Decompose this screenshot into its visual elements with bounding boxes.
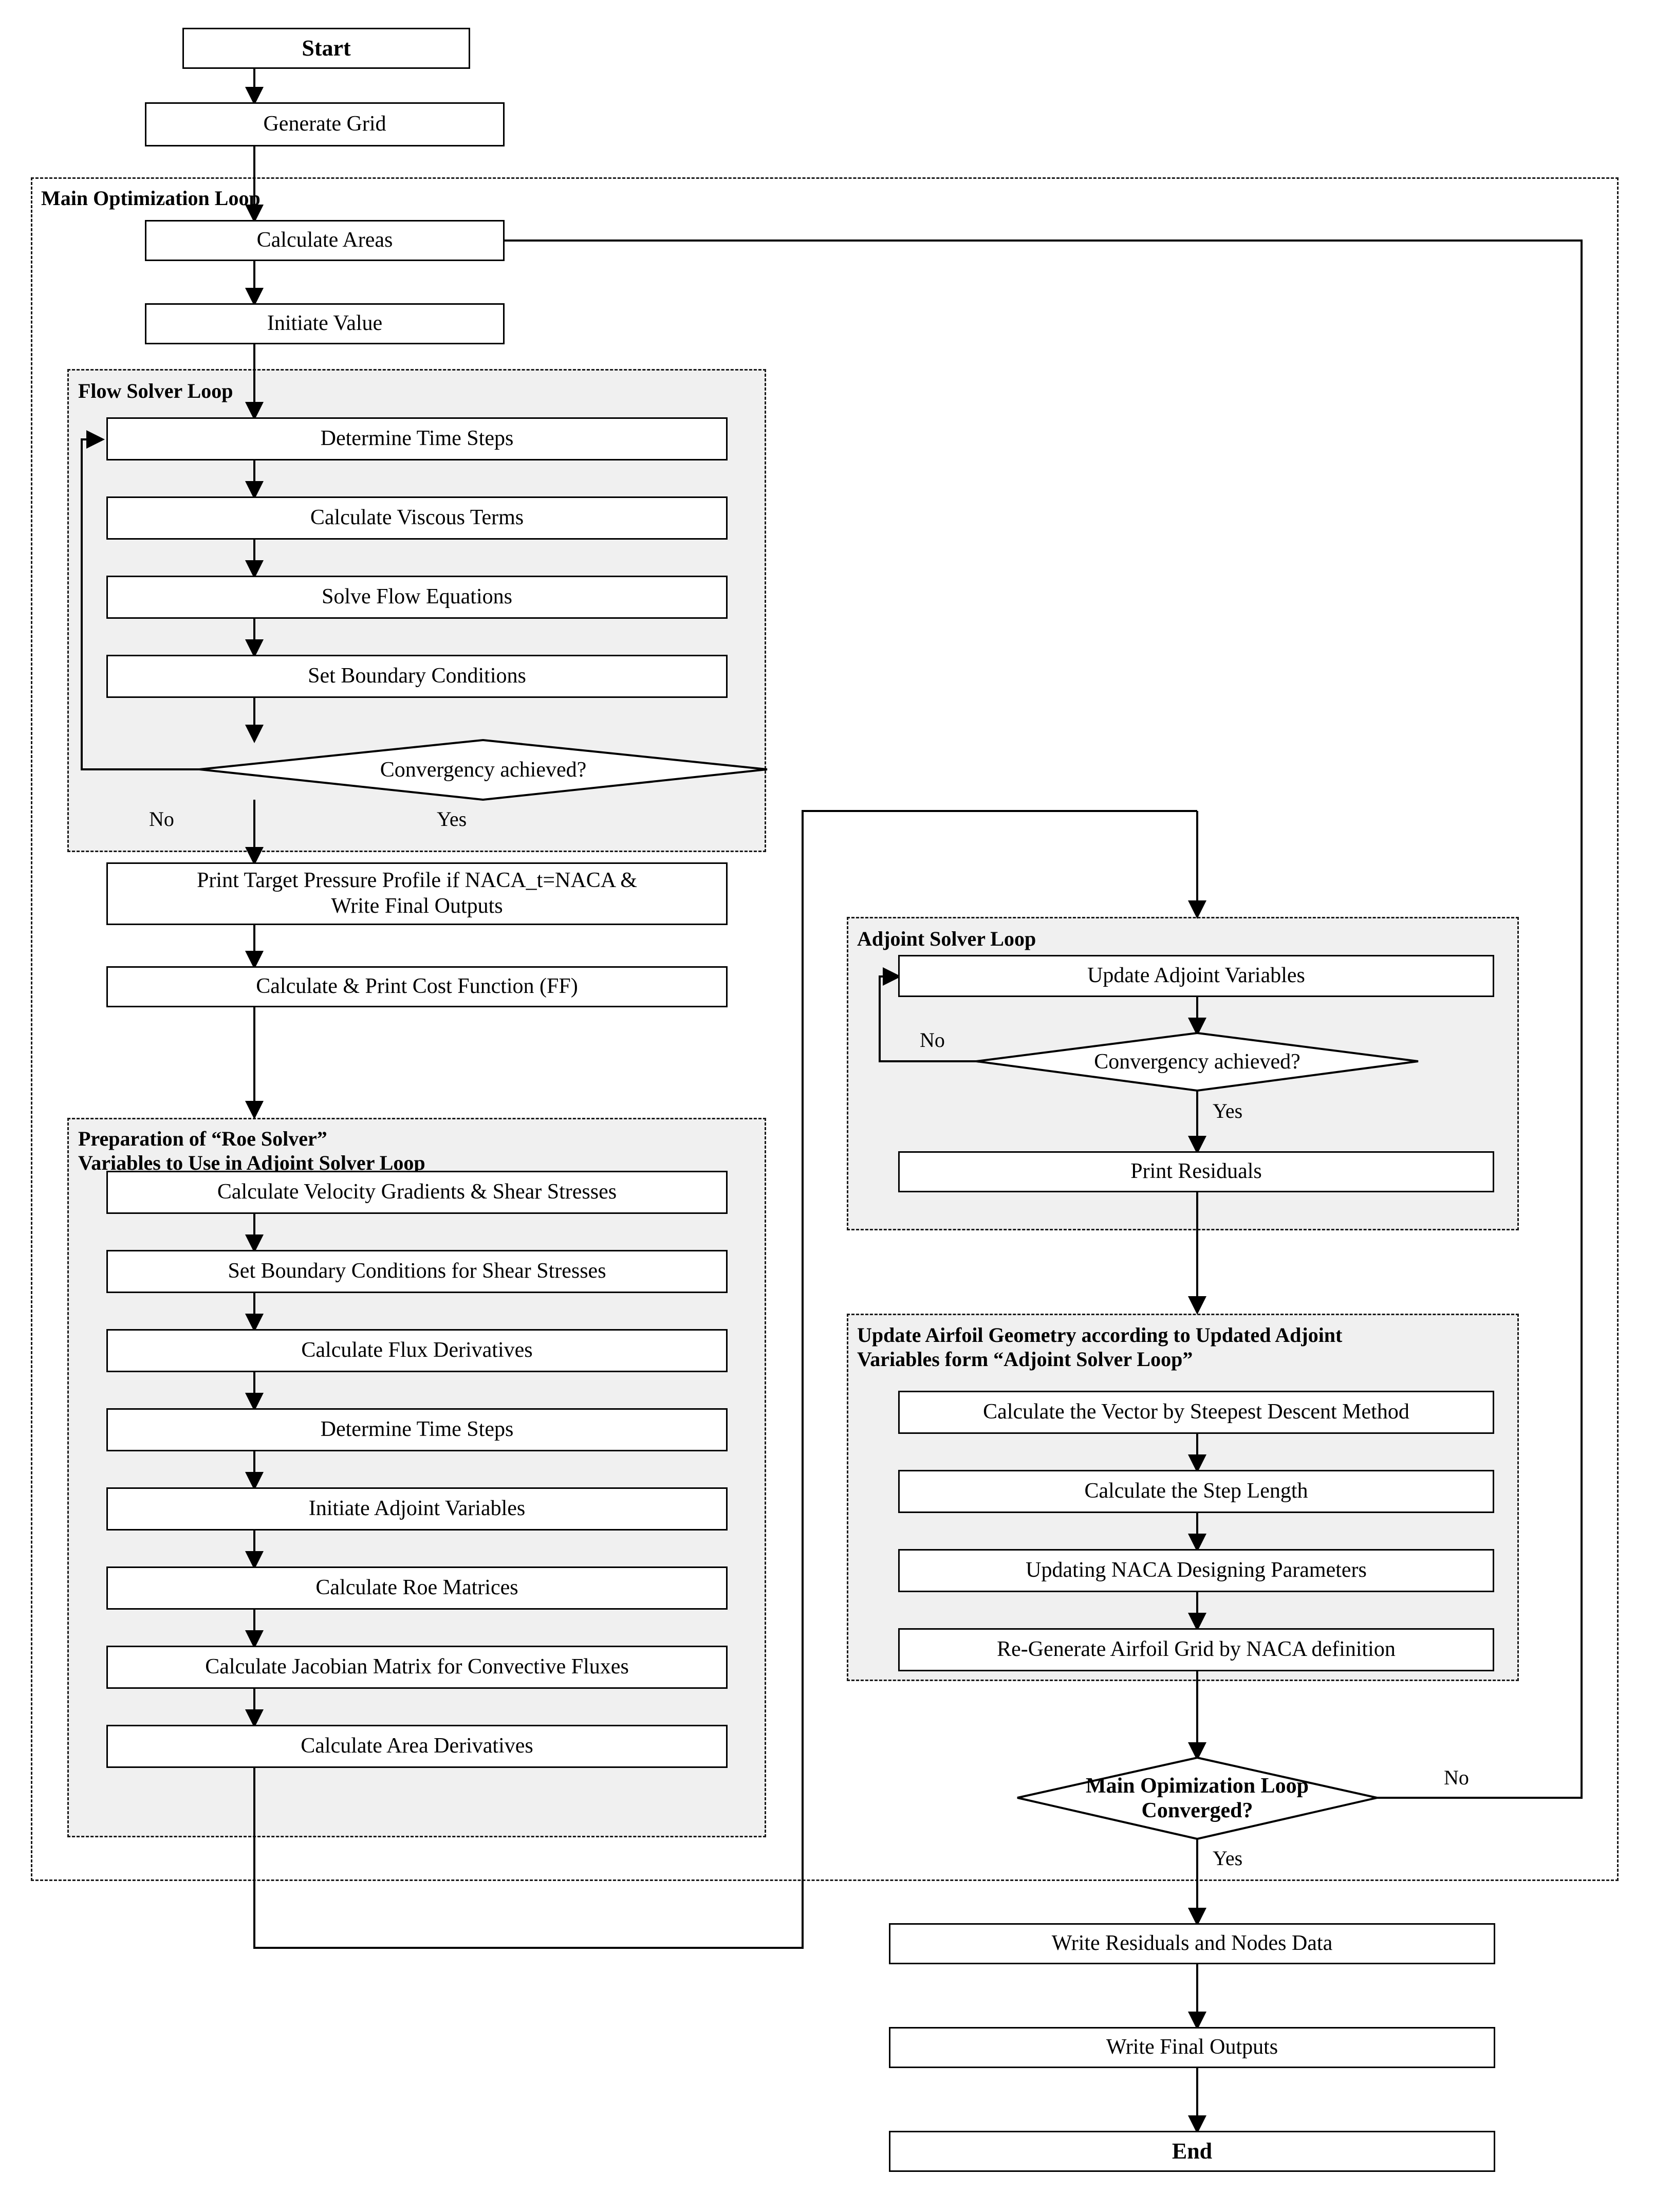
node-area-derivatives[interactable]: Calculate Area Derivatives: [106, 1725, 728, 1768]
node-print-target-pressure[interactable]: Print Target Pressure Profile if NACA_t=…: [106, 862, 728, 925]
node-calculate-areas[interactable]: Calculate Areas: [145, 220, 505, 261]
node-print-residuals[interactable]: Print Residuals: [898, 1151, 1494, 1192]
adjoint-convergency-label: Convergency achieved?: [1094, 1049, 1300, 1074]
node-main-converged[interactable]: Main Opimization Loop Converged?: [1017, 1758, 1377, 1839]
node-set-boundary-conditions[interactable]: Set Boundary Conditions: [106, 655, 728, 698]
node-velocity-gradients[interactable]: Calculate Velocity Gradients & Shear Str…: [106, 1171, 728, 1214]
edge-label-adjoint-no: No: [920, 1028, 945, 1052]
node-flow-convergency[interactable]: Convergency achieved?: [199, 740, 767, 800]
edge-label-flow-yes: Yes: [437, 807, 467, 831]
group-adjoint-solver-loop-label: Adjoint Solver Loop: [857, 927, 1036, 950]
group-update-airfoil-geometry-label: Update Airfoil Geometry according to Upd…: [857, 1323, 1343, 1371]
node-determine-time-steps-flow[interactable]: Determine Time Steps: [106, 417, 728, 460]
edge-label-main-yes: Yes: [1213, 1847, 1243, 1870]
node-steepest-descent[interactable]: Calculate the Vector by Steepest Descent…: [898, 1391, 1494, 1434]
main-converged-label: Main Opimization Loop Converged?: [1085, 1774, 1309, 1822]
edge-label-adjoint-yes: Yes: [1213, 1099, 1243, 1122]
node-jacobian-matrix[interactable]: Calculate Jacobian Matrix for Convective…: [106, 1646, 728, 1689]
node-cost-function[interactable]: Calculate & Print Cost Function (FF): [106, 966, 728, 1007]
node-updating-naca[interactable]: Updating NACA Designing Parameters: [898, 1549, 1494, 1592]
node-step-length[interactable]: Calculate the Step Length: [898, 1470, 1494, 1513]
node-update-adjoint-variables[interactable]: Update Adjoint Variables: [898, 955, 1494, 997]
node-write-residuals-nodes[interactable]: Write Residuals and Nodes Data: [889, 1923, 1495, 1964]
node-bc-shear-stresses[interactable]: Set Boundary Conditions for Shear Stress…: [106, 1250, 728, 1293]
group-flow-solver-loop-label: Flow Solver Loop: [78, 379, 233, 402]
node-start[interactable]: Start: [182, 28, 470, 69]
flow-convergency-label: Convergency achieved?: [380, 758, 587, 782]
node-determine-time-steps-roe[interactable]: Determine Time Steps: [106, 1408, 728, 1451]
node-flux-derivatives[interactable]: Calculate Flux Derivatives: [106, 1329, 728, 1372]
node-write-final-outputs[interactable]: Write Final Outputs: [889, 2027, 1495, 2068]
edge-label-flow-no: No: [149, 807, 174, 831]
edge-label-main-no: No: [1444, 1766, 1469, 1789]
node-calculate-viscous-terms[interactable]: Calculate Viscous Terms: [106, 496, 728, 540]
node-generate-grid[interactable]: Generate Grid: [145, 102, 505, 146]
group-roe-preparation-label: Preparation of “Roe Solver” Variables to…: [78, 1127, 425, 1175]
node-initiate-adjoint-variables[interactable]: Initiate Adjoint Variables: [106, 1487, 728, 1531]
node-solve-flow-equations[interactable]: Solve Flow Equations: [106, 576, 728, 619]
node-regenerate-grid[interactable]: Re-Generate Airfoil Grid by NACA definit…: [898, 1628, 1494, 1671]
node-initiate-value[interactable]: Initiate Value: [145, 303, 505, 344]
node-roe-matrices[interactable]: Calculate Roe Matrices: [106, 1566, 728, 1610]
group-main-optimization-loop-label: Main Optimization Loop: [41, 187, 261, 210]
node-adjoint-convergency[interactable]: Convergency achieved?: [976, 1033, 1418, 1091]
node-end[interactable]: End: [889, 2131, 1495, 2172]
